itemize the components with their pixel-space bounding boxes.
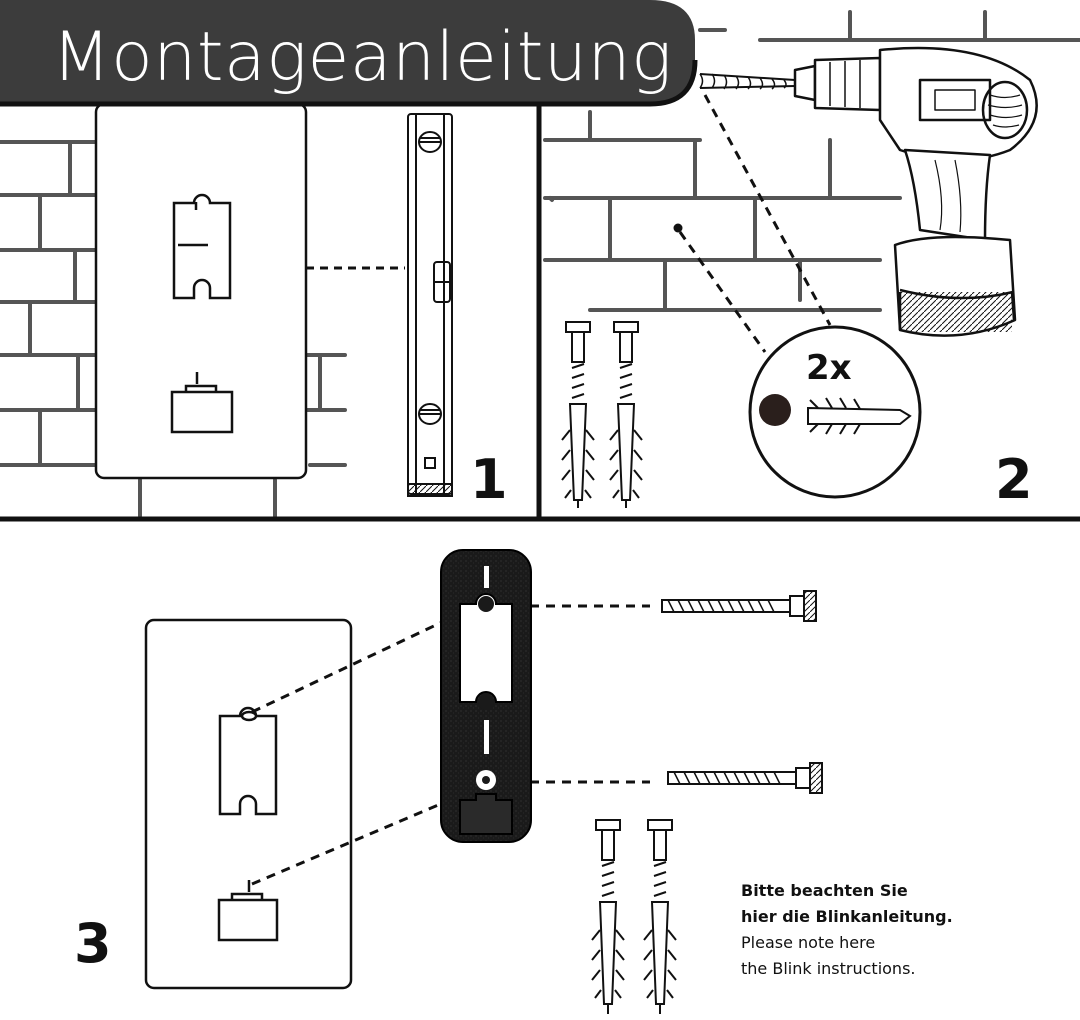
guide-line-hole	[678, 231, 767, 353]
drilled-hole-icon	[759, 394, 791, 426]
panel-3: 3	[74, 549, 823, 1014]
panel-1: 1	[0, 102, 508, 518]
wall-plug-with-screw-left	[591, 819, 625, 1014]
wall-plug-with-screw-right	[643, 819, 677, 1014]
brick-wall-icon	[543, 10, 1080, 312]
note-en-line-1: Please note here	[741, 933, 876, 952]
guide-lines	[251, 604, 650, 886]
page-title: Montageanleitung	[52, 18, 672, 97]
detail-circle: 2x	[748, 325, 922, 499]
drill-hole-mark	[673, 223, 683, 233]
wall-plug-with-screw-right	[609, 321, 643, 508]
cordless-drill-icon	[699, 46, 1038, 337]
note-de-line-1: Bitte beachten Sie	[741, 881, 908, 900]
guide-line-drill	[703, 94, 832, 326]
quantity-label: 2x	[806, 348, 852, 388]
note-en-line-2: the Blink instructions.	[741, 959, 916, 978]
screw-icon-top	[661, 590, 817, 622]
note-de-line-2: hier die Blinkanleitung.	[741, 907, 953, 926]
doorbell-backplate	[144, 618, 353, 990]
doorbell-backplate	[94, 102, 308, 480]
wall-plug-icon	[807, 397, 912, 435]
screw-icon-bottom	[667, 762, 823, 794]
step-number-1: 1	[470, 448, 508, 511]
wall-plug-with-screw-left	[561, 321, 595, 508]
blink-instructions-note: Bitte beachten Sie hier die Blinkanleitu…	[741, 878, 1061, 982]
title-bar: Montageanleitung	[0, 0, 698, 107]
step-number-3: 3	[74, 912, 112, 975]
panel-dividers	[0, 104, 1080, 522]
mounting-bracket-icon	[440, 549, 532, 843]
brick-wall-icon	[0, 140, 347, 518]
spirit-level-icon	[407, 113, 453, 497]
panel-2: 2x 2	[543, 10, 1080, 511]
step-number-2: 2	[995, 448, 1033, 511]
